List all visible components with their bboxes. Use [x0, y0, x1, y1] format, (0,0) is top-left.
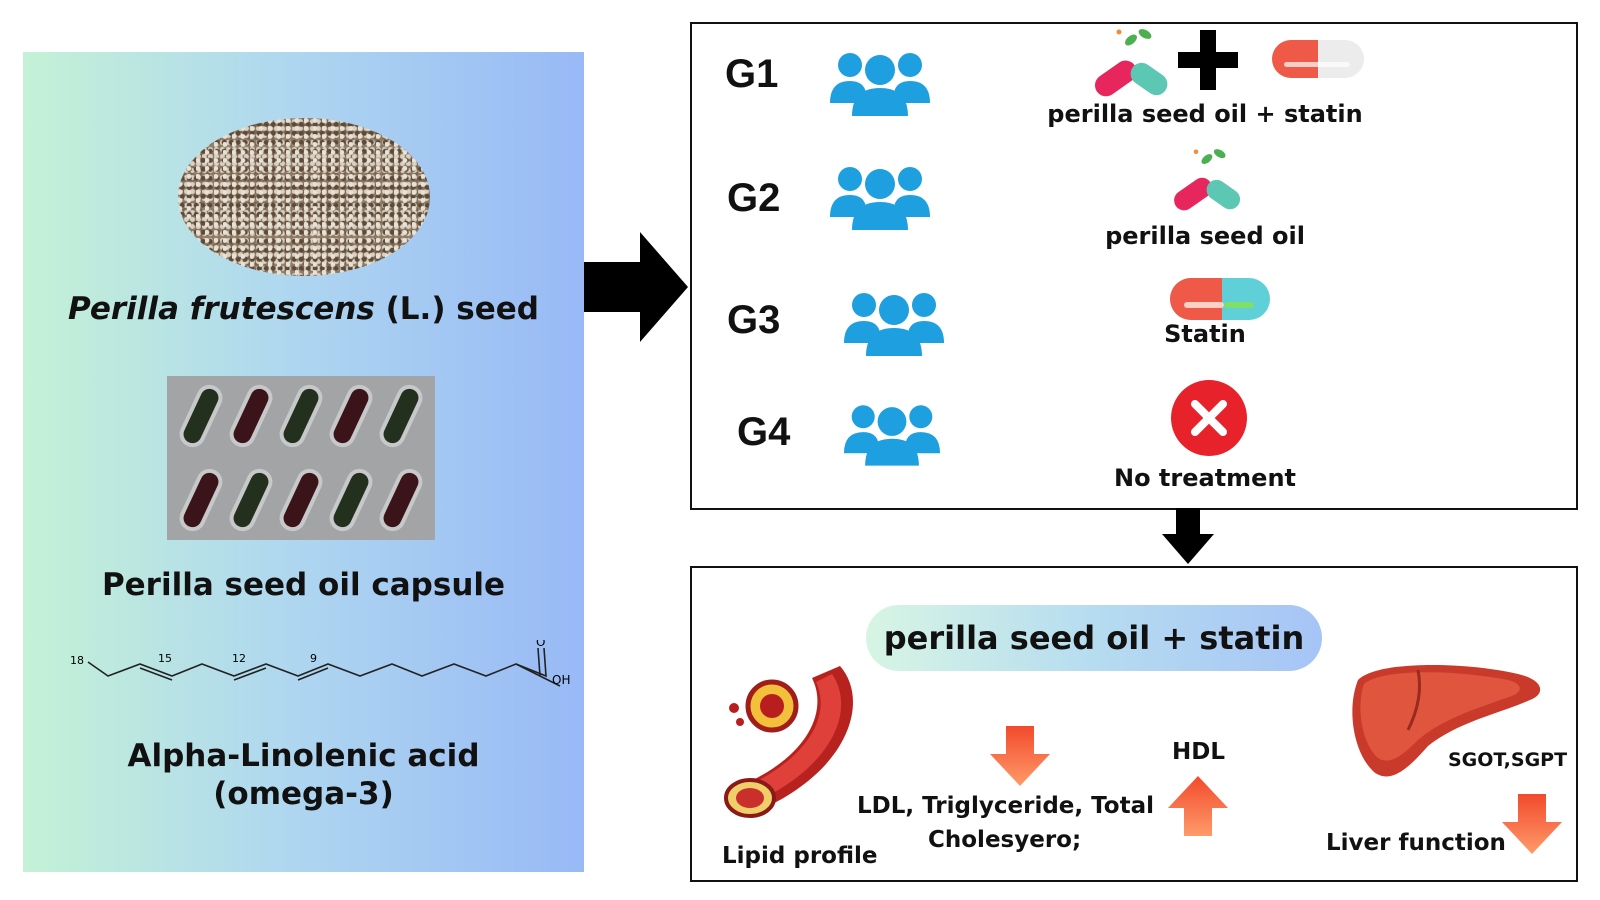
- capsule-caption: Perilla seed oil capsule: [101, 567, 506, 603]
- artery-plaque-illustration: [724, 666, 854, 818]
- group-label-g2: G2: [727, 176, 781, 220]
- g2-treatment-label: perilla seed oil: [1105, 222, 1305, 250]
- people-icon: [830, 167, 930, 230]
- herbal-capsule-icon: [1094, 29, 1168, 97]
- hdl-label: HDL: [1172, 739, 1225, 765]
- people-icon: [844, 293, 944, 356]
- carbon-12-label: 12: [232, 652, 246, 665]
- molecule-caption-line2: (omega-3): [213, 776, 394, 812]
- plus-icon: [1178, 30, 1238, 90]
- lipid-profile-label: Lipid profile: [722, 843, 878, 869]
- result-banner: perilla seed oil + statin: [866, 605, 1322, 671]
- g3-treatment-label: Statin: [1164, 320, 1246, 348]
- decreased-markers-line1: LDL, Triglyceride, Total: [857, 793, 1154, 819]
- seed-species-name: Perilla frutescens: [67, 291, 375, 327]
- right-arrow-icon: [584, 232, 688, 342]
- alpha-linolenic-structure: 18 15 12 9 O OH: [70, 640, 570, 687]
- liver-illustration: [1352, 664, 1541, 777]
- no-treatment-icon: [1171, 380, 1247, 456]
- seed-caption: Perilla frutescens (L.) seed: [23, 291, 584, 327]
- perilla-seed-photo: [178, 118, 430, 276]
- group-label-g3: G3: [727, 298, 781, 342]
- g4-treatment-label: No treatment: [1113, 464, 1297, 492]
- carbon-18-label: 18: [70, 654, 84, 667]
- people-icon: [830, 53, 930, 116]
- decreased-markers-line2: Cholesyero;: [928, 827, 1082, 853]
- result-banner-text: perilla seed oil + statin: [883, 619, 1305, 657]
- statin-capsule-icon: [1170, 278, 1270, 320]
- group-label-g4: G4: [737, 410, 791, 454]
- hydroxyl-label: OH: [552, 673, 570, 687]
- g1-treatment-label: perilla seed oil + statin: [1047, 100, 1363, 128]
- group-label-g1: G1: [725, 52, 779, 96]
- decrease-arrow-icon: [1502, 794, 1562, 854]
- increase-arrow-icon: [1168, 776, 1228, 836]
- carbon-9-label: 9: [310, 652, 317, 665]
- liver-function-label: Liver function: [1326, 830, 1506, 856]
- study-groups-box: [690, 22, 1578, 510]
- capsule-blister-photo: [167, 376, 435, 540]
- herbal-capsule-icon: [1174, 149, 1241, 211]
- down-arrow-icon: [1162, 508, 1214, 564]
- people-icon: [844, 405, 940, 466]
- seed-caption-rest: (L.) seed: [374, 291, 539, 327]
- oxygen-label: O: [536, 640, 545, 649]
- carbon-15-label: 15: [158, 652, 172, 665]
- decrease-arrow-icon: [990, 726, 1050, 786]
- molecule-caption-line1: Alpha-Linolenic acid: [127, 738, 480, 774]
- statin-capsule-icon: [1272, 40, 1364, 78]
- liver-enzymes-label: SGOT,SGPT: [1448, 749, 1568, 771]
